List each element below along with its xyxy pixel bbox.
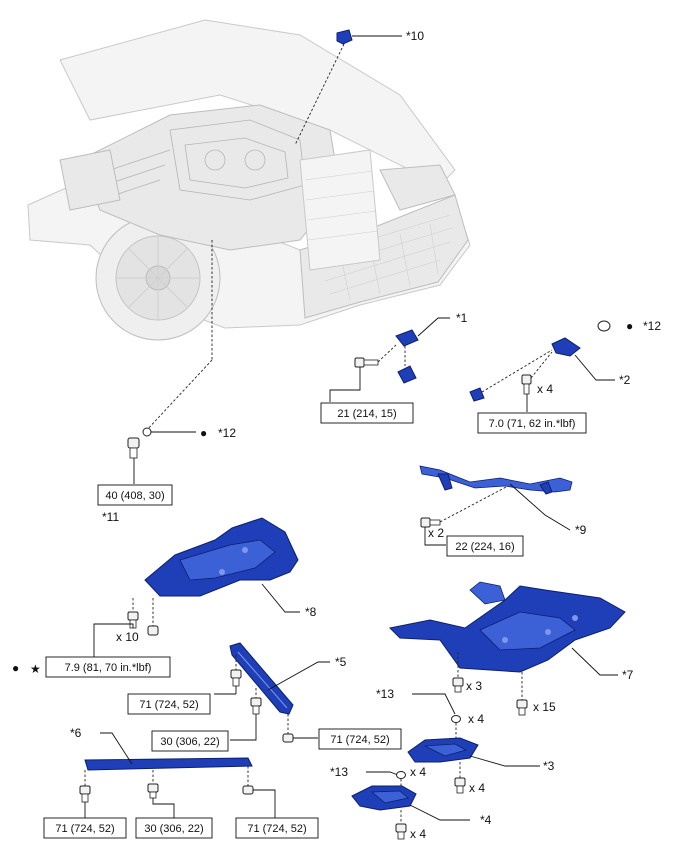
bolt-6a (79, 785, 91, 803)
mark-dot-1: ● (626, 319, 633, 333)
callout-7: *7 (622, 668, 634, 682)
callout-3: *3 (543, 759, 555, 773)
torque-value-4: 22 (224, 16) (455, 541, 514, 553)
torque-value-7: 30 (306, 22) (160, 736, 219, 748)
qty-x10: x 10 (116, 630, 139, 644)
callout-6: *6 (70, 726, 82, 740)
callout-12-left: *12 (218, 426, 236, 440)
callout-4: *4 (480, 813, 492, 827)
callout-11: *11 (102, 510, 119, 524)
callout-9: *9 (575, 523, 587, 537)
qty-x3: x 3 (466, 679, 482, 693)
part-10-sensor (336, 29, 353, 45)
callout-2: *2 (619, 373, 631, 387)
torque-box-4 (446, 535, 524, 557)
qty-x4-bolt-3: x 4 (469, 781, 485, 795)
torque-box-2 (477, 412, 587, 434)
bolt-9 (420, 517, 441, 528)
qty-x4-bolt-4: x 4 (410, 827, 426, 841)
part-9-crossmember (419, 465, 573, 495)
torque-value-1: 21 (214, 15) (337, 408, 396, 420)
qty-x4-clip-a: x 4 (468, 712, 484, 726)
torque-box-3 (97, 484, 173, 506)
bolt-11 (127, 437, 140, 459)
part-7-under-cover (388, 581, 626, 673)
torque-value-5: 7.9 (81, 70 in.*lbf) (65, 662, 152, 674)
star-mark: ★ (30, 662, 41, 676)
bolt-2 (521, 374, 532, 395)
part-2-bracket (469, 337, 581, 402)
part-1-bracket (395, 329, 419, 384)
bolt-5a (230, 669, 242, 687)
callout-1: *1 (456, 311, 468, 325)
torque-value-11: 71 (724, 52) (247, 823, 306, 835)
bolt-7b (516, 699, 528, 716)
torque-box-10 (135, 817, 213, 839)
part-6-bar (84, 757, 253, 771)
bolt-5c (282, 733, 294, 743)
qty-x2: x 2 (428, 526, 444, 540)
torque-box-1 (320, 402, 414, 424)
bolt-1 (354, 357, 379, 368)
gasket-12-left-icon (142, 427, 152, 437)
part-5-brace (229, 642, 294, 715)
bolt-7a (452, 677, 464, 693)
torque-box-11 (235, 817, 319, 839)
torque-value-10: 30 (306, 22) (144, 823, 203, 835)
callout-10: *10 (406, 29, 424, 43)
torque-value-9: 71 (724, 52) (55, 823, 114, 835)
gasket-12-icon (597, 320, 611, 332)
clip-13-a-icon (451, 715, 461, 723)
torque-value-6: 71 (724, 52) (139, 699, 198, 711)
callout-13-a: *13 (376, 687, 394, 701)
mark-dot-3: ● (12, 661, 19, 675)
callout-13-b: *13 (330, 765, 348, 779)
bolt-6c (242, 785, 254, 795)
part-4-cover (351, 785, 417, 811)
callout-12-right: *12 (643, 319, 661, 333)
torque-value-8: 71 (724, 52) (330, 734, 389, 746)
torque-value-2: 7.0 (71, 62 in.*lbf) (489, 418, 576, 430)
torque-box-9 (43, 817, 127, 839)
part-8-engine-under-cover (144, 517, 299, 597)
part-3-cover (407, 737, 479, 763)
bolt-3 (454, 777, 466, 794)
qty-x4-clip-b: x 4 (410, 765, 426, 779)
vehicle-front-illustration (27, 19, 471, 341)
torque-box-8 (318, 728, 402, 750)
qty-x15: x 15 (533, 700, 556, 714)
mark-dot-2: ● (200, 426, 207, 440)
qty-x4-bolt-2: x 4 (537, 382, 553, 396)
bolt-6b (147, 783, 159, 799)
bolt-5b (250, 697, 262, 715)
torque-box-7 (151, 730, 229, 752)
callout-5: *5 (335, 655, 347, 669)
torque-box-5 (45, 656, 171, 678)
callout-8: *8 (305, 605, 317, 619)
bolt-4 (395, 823, 407, 840)
bolt-8b (147, 625, 159, 636)
torque-value-3: 40 (408, 30) (105, 490, 164, 502)
clip-13-b-icon (396, 771, 406, 779)
torque-box-6 (127, 693, 211, 715)
